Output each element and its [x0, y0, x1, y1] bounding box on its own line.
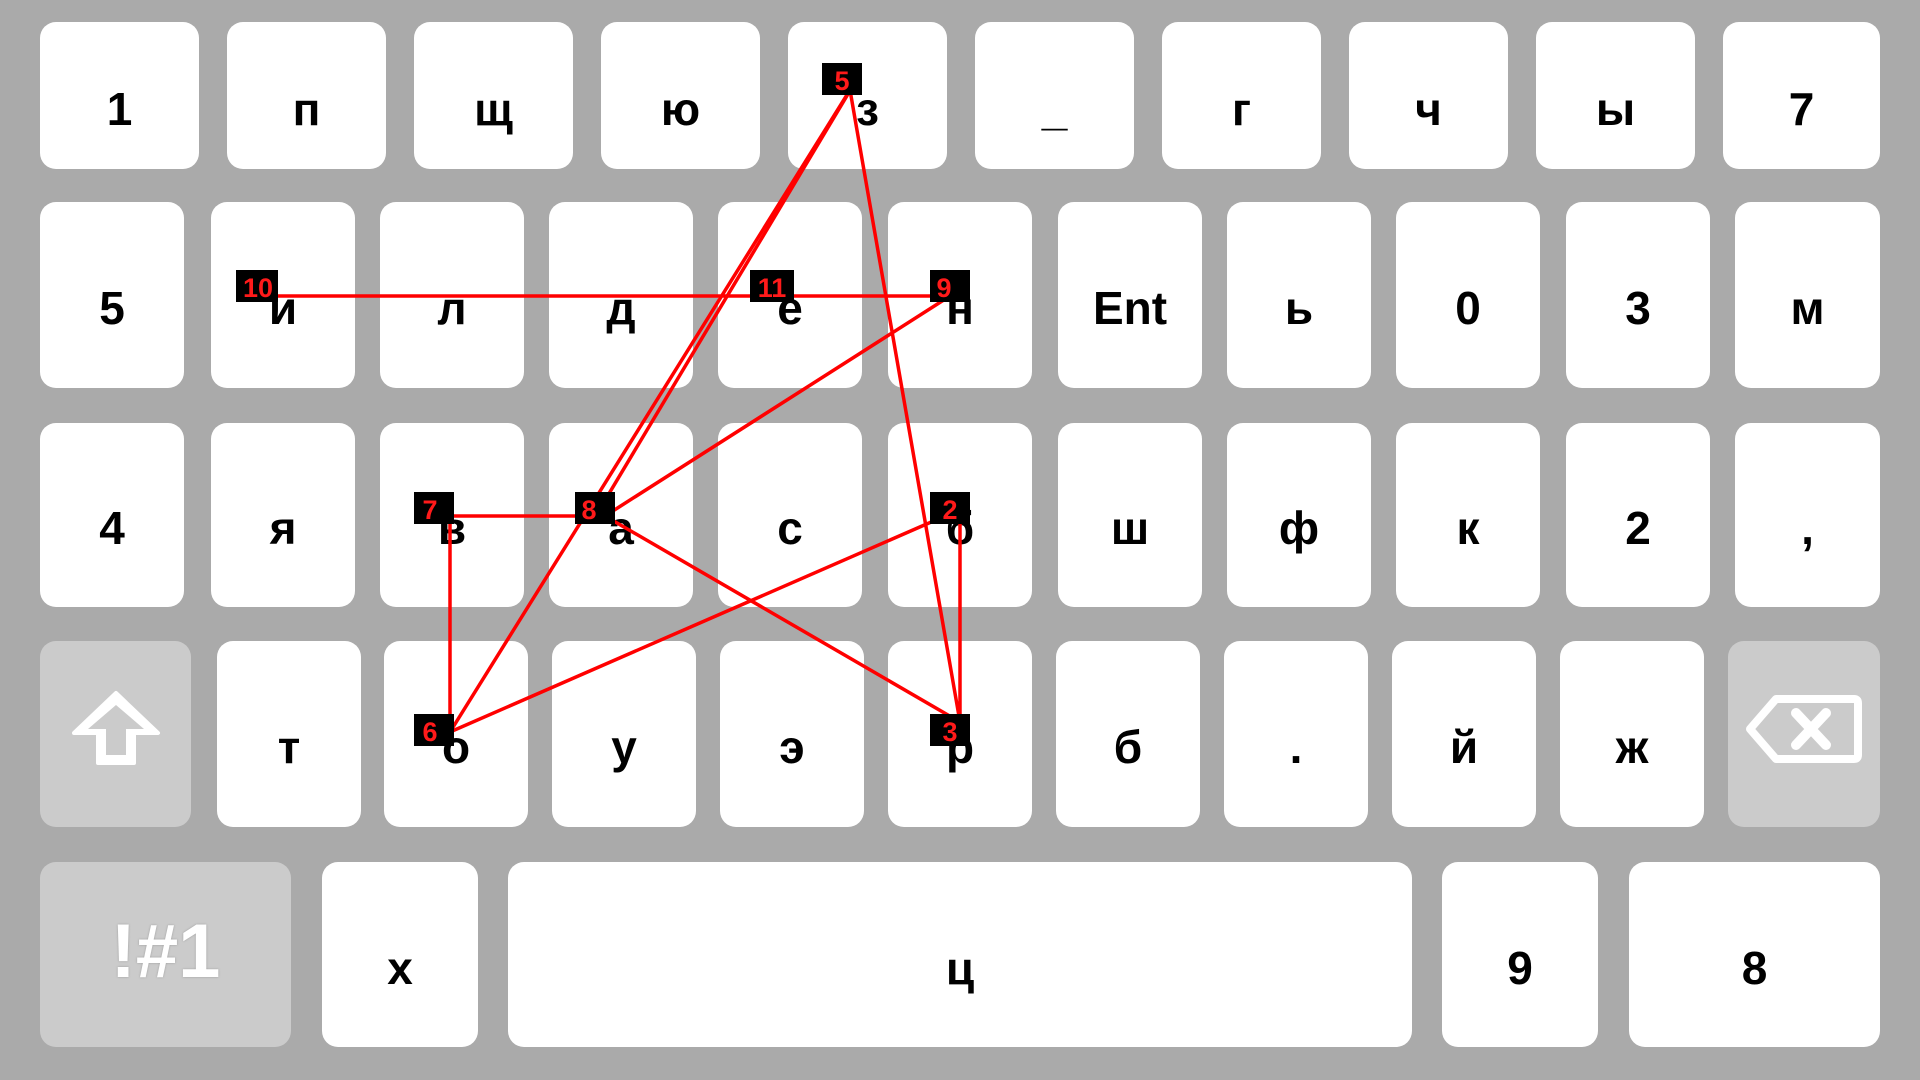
- key-label: ч: [1415, 82, 1442, 135]
- key-4[interactable]: 4: [40, 423, 184, 607]
- key-д[interactable]: д: [549, 202, 693, 388]
- key-label: ц: [945, 941, 975, 994]
- key-label: р: [945, 721, 975, 773]
- key-ч[interactable]: ч: [1349, 22, 1508, 169]
- key-period[interactable]: .: [1224, 641, 1368, 827]
- key-label: !#1: [110, 909, 221, 994]
- key-label: з: [856, 82, 879, 135]
- key-label: с: [777, 502, 803, 554]
- key-м[interactable]: м: [1735, 202, 1880, 388]
- key-label: п: [292, 82, 321, 135]
- key-label: 2: [1625, 502, 1651, 554]
- key-label: у: [611, 721, 637, 773]
- key-label: 7: [1788, 82, 1815, 135]
- key-label: и: [268, 282, 298, 334]
- key-щ[interactable]: щ: [414, 22, 573, 169]
- key-label: 3: [1625, 282, 1651, 334]
- key-label: ь: [1284, 282, 1314, 334]
- key-7[interactable]: 7: [1723, 22, 1880, 169]
- key-г[interactable]: г: [1162, 22, 1321, 169]
- key-label: д: [606, 282, 636, 334]
- key-label: л: [437, 282, 467, 334]
- key-label: 0: [1455, 282, 1481, 334]
- key-0[interactable]: 0: [1396, 202, 1540, 388]
- key-label: й: [1449, 721, 1479, 773]
- key-б-upper[interactable]: б: [888, 423, 1032, 607]
- key-б-lower[interactable]: б: [1056, 641, 1200, 827]
- key-label: т: [277, 721, 301, 773]
- key-label: 1: [106, 82, 133, 135]
- key-label: г: [1231, 82, 1252, 135]
- key-label: щ: [474, 82, 513, 135]
- key-ф[interactable]: ф: [1227, 423, 1371, 607]
- key-label: е: [777, 282, 803, 334]
- key-label: ы: [1595, 82, 1636, 135]
- key-label: _: [1041, 82, 1068, 135]
- key-в[interactable]: в: [380, 423, 524, 607]
- key-о[interactable]: о: [384, 641, 528, 827]
- key-label: .: [1289, 721, 1303, 773]
- key-х[interactable]: х: [322, 862, 478, 1047]
- key-label: ш: [1110, 502, 1150, 554]
- key-9[interactable]: 9: [1442, 862, 1598, 1047]
- key-ц-space[interactable]: ц: [508, 862, 1412, 1047]
- key-к[interactable]: к: [1396, 423, 1540, 607]
- key-label: в: [437, 502, 467, 554]
- key-label: х: [387, 941, 413, 994]
- key-underscore[interactable]: _: [975, 22, 1134, 169]
- key-label: м: [1790, 282, 1825, 334]
- key-а[interactable]: а: [549, 423, 693, 607]
- key-label: э: [779, 721, 805, 773]
- key-я[interactable]: я: [211, 423, 355, 607]
- key-label: я: [269, 502, 297, 554]
- key-8[interactable]: 8: [1629, 862, 1880, 1047]
- key-label: ,: [1801, 502, 1814, 554]
- key-т[interactable]: т: [217, 641, 361, 827]
- key-ж[interactable]: ж: [1560, 641, 1704, 827]
- key-с[interactable]: с: [718, 423, 862, 607]
- key-comma[interactable]: ,: [1735, 423, 1880, 607]
- key-ш[interactable]: ш: [1058, 423, 1202, 607]
- key-и[interactable]: и: [211, 202, 355, 388]
- key-у[interactable]: у: [552, 641, 696, 827]
- key-й[interactable]: й: [1392, 641, 1536, 827]
- key-label: б: [1113, 721, 1143, 773]
- key-shift[interactable]: [40, 641, 191, 827]
- key-label: о: [441, 721, 471, 773]
- key-ь[interactable]: ь: [1227, 202, 1371, 388]
- key-1[interactable]: 1: [40, 22, 199, 169]
- key-label: н: [946, 282, 974, 334]
- key-ы[interactable]: ы: [1536, 22, 1695, 169]
- key-л[interactable]: л: [380, 202, 524, 388]
- key-enter[interactable]: Ent: [1058, 202, 1202, 388]
- key-5[interactable]: 5: [40, 202, 184, 388]
- backspace-icon: [1746, 693, 1862, 776]
- key-symbols[interactable]: !#1: [40, 862, 291, 1047]
- key-label: а: [608, 502, 634, 554]
- key-label: 5: [99, 282, 125, 334]
- shift-arrow-icon: [68, 689, 164, 780]
- key-label: ю: [660, 82, 701, 135]
- key-label: Ent: [1092, 282, 1168, 334]
- key-е[interactable]: е: [718, 202, 862, 388]
- key-п[interactable]: п: [227, 22, 386, 169]
- key-label: 9: [1507, 941, 1533, 994]
- key-р[interactable]: р: [888, 641, 1032, 827]
- key-label: 8: [1741, 941, 1768, 994]
- key-label: ж: [1615, 721, 1649, 773]
- key-ю[interactable]: ю: [601, 22, 760, 169]
- key-3[interactable]: 3: [1566, 202, 1710, 388]
- key-backspace[interactable]: [1728, 641, 1880, 827]
- key-label: 4: [99, 502, 125, 554]
- key-н[interactable]: н: [888, 202, 1032, 388]
- key-label: ф: [1278, 502, 1320, 554]
- key-label: к: [1456, 502, 1480, 554]
- key-з[interactable]: з: [788, 22, 947, 169]
- key-э[interactable]: э: [720, 641, 864, 827]
- key-2[interactable]: 2: [1566, 423, 1710, 607]
- key-label: б: [945, 502, 975, 554]
